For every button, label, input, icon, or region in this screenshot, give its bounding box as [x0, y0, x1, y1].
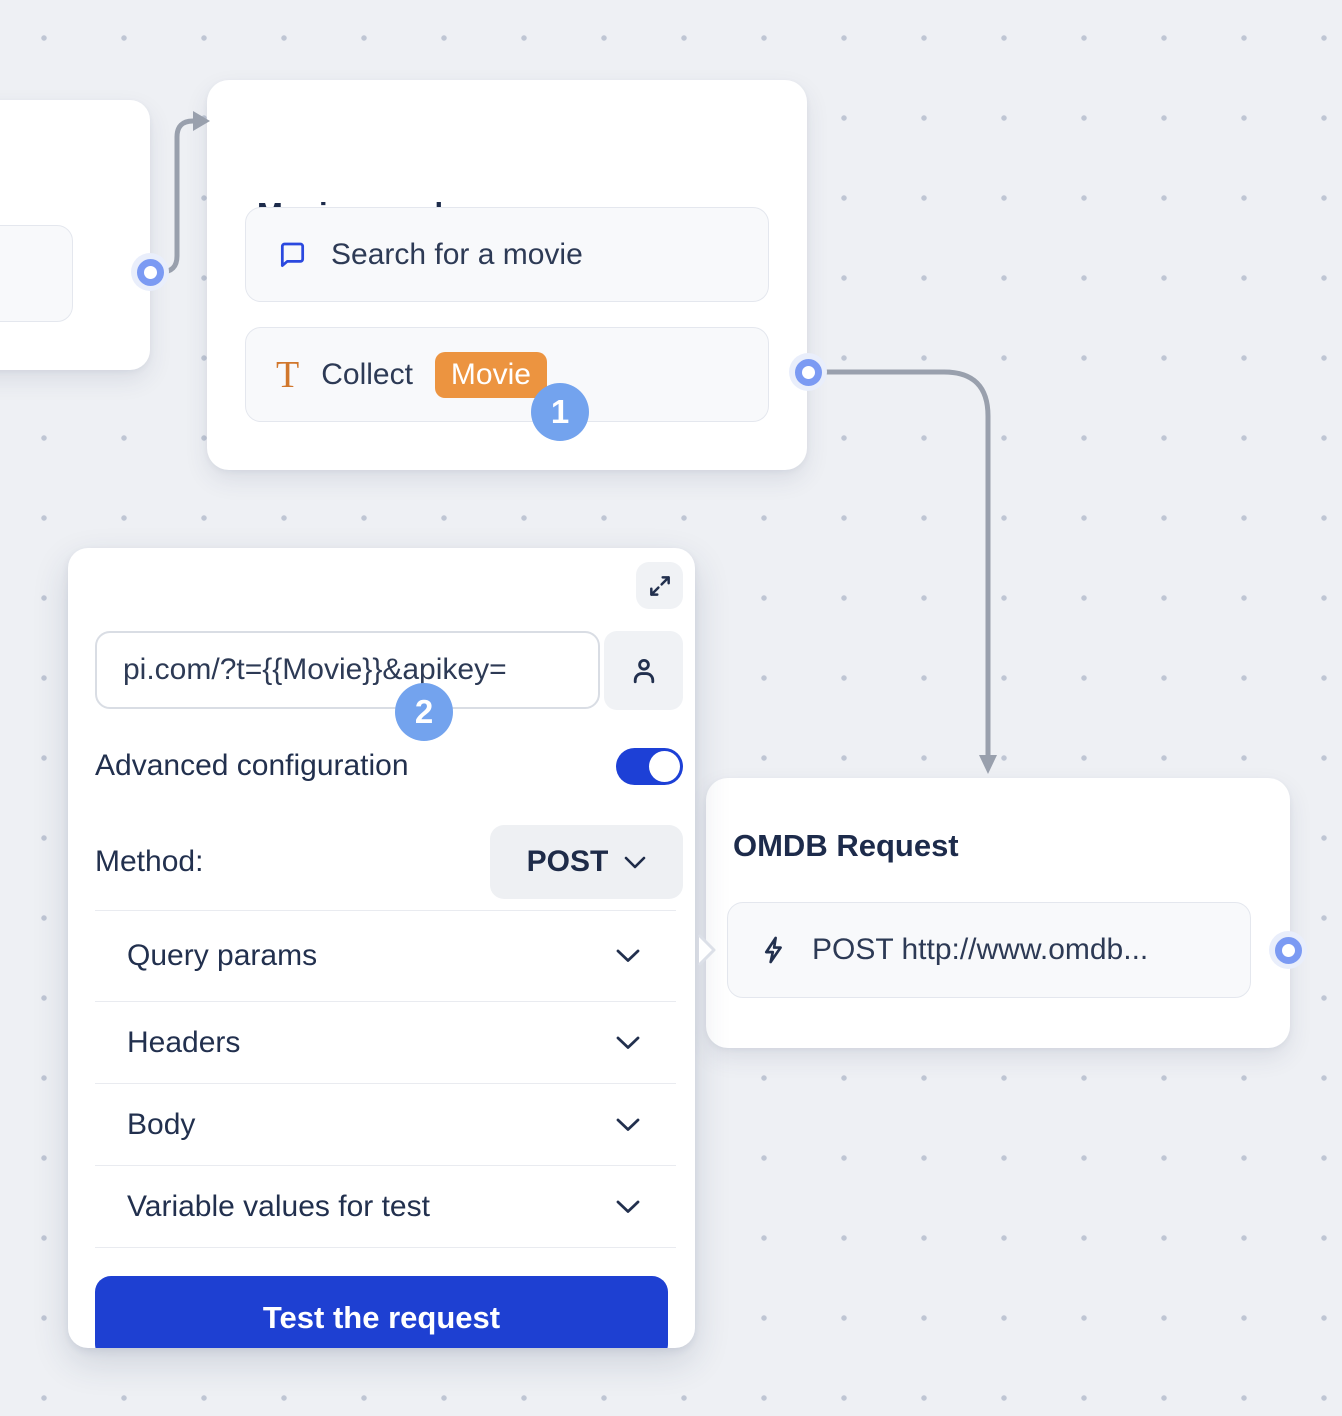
chevron-down-icon	[616, 949, 640, 963]
connector-movie-search-to-omdb	[809, 369, 991, 758]
advanced-configuration-toggle[interactable]	[616, 747, 683, 785]
section-label: Variable values for test	[127, 1189, 430, 1223]
node-item-label: Search for a movie	[331, 237, 583, 271]
section-body[interactable]: Body	[95, 1084, 676, 1166]
node-title: OMDB Request	[733, 828, 959, 863]
method-label: Method:	[95, 845, 204, 878]
url-input[interactable]	[95, 631, 600, 709]
toggle-knob	[649, 750, 680, 782]
node-movie-search[interactable]: Movie search Search for a movie T Collec…	[207, 80, 807, 470]
connector-left-to-movie-search	[147, 118, 197, 275]
user-variable-button[interactable]	[604, 631, 683, 710]
webhook-config-panel: Advanced configuration Method: POST Quer…	[68, 548, 695, 1348]
node-item[interactable]	[0, 225, 73, 322]
section-variable-values-for-test[interactable]: Variable values for test	[95, 1166, 676, 1248]
section-label: Body	[127, 1107, 196, 1141]
section-label: Headers	[127, 1025, 241, 1059]
chat-bubble-icon	[276, 238, 309, 271]
text-collect-icon: T	[276, 353, 300, 396]
node-partial-left[interactable]	[0, 100, 150, 370]
node-item-label: POST http://www.omdb...	[812, 933, 1149, 966]
expand-panel-button[interactable]	[636, 562, 683, 609]
variable-badge-movie[interactable]: Movie	[434, 351, 547, 398]
step-badge-2: 2	[395, 683, 453, 741]
section-headers[interactable]: Headers	[95, 1002, 676, 1084]
test-request-button[interactable]: Test the request	[95, 1276, 668, 1348]
step-badge-1: 1	[531, 383, 589, 441]
section-query-params[interactable]: Query params	[95, 910, 676, 1002]
method-value: POST	[526, 845, 609, 878]
node-omdb-request[interactable]: OMDB Request POST http://www.omdb...	[706, 778, 1290, 1048]
advanced-configuration-label: Advanced configuration	[95, 749, 409, 782]
node-item-label: Collect	[321, 357, 413, 391]
expand-icon	[647, 573, 673, 599]
node-item-collect-movie[interactable]: T Collect Movie	[245, 327, 769, 422]
method-select[interactable]: POST	[490, 825, 683, 899]
input-caret-icon	[697, 933, 716, 967]
person-icon	[627, 654, 661, 688]
section-label: Query params	[127, 939, 318, 972]
output-port-movie-search[interactable]	[789, 353, 827, 391]
chevron-down-icon	[616, 1036, 640, 1050]
node-item-omdb-post[interactable]: POST http://www.omdb...	[727, 902, 1251, 998]
lightning-icon	[758, 934, 790, 966]
arrowhead-down-icon	[979, 755, 997, 774]
chevron-down-icon	[616, 1200, 640, 1214]
chevron-down-icon	[624, 856, 646, 869]
chevron-down-icon	[616, 1118, 640, 1132]
output-port-left-node[interactable]	[131, 253, 169, 291]
node-item-search-for-a-movie[interactable]: Search for a movie	[245, 207, 769, 302]
output-port-omdb-request[interactable]	[1269, 931, 1307, 969]
